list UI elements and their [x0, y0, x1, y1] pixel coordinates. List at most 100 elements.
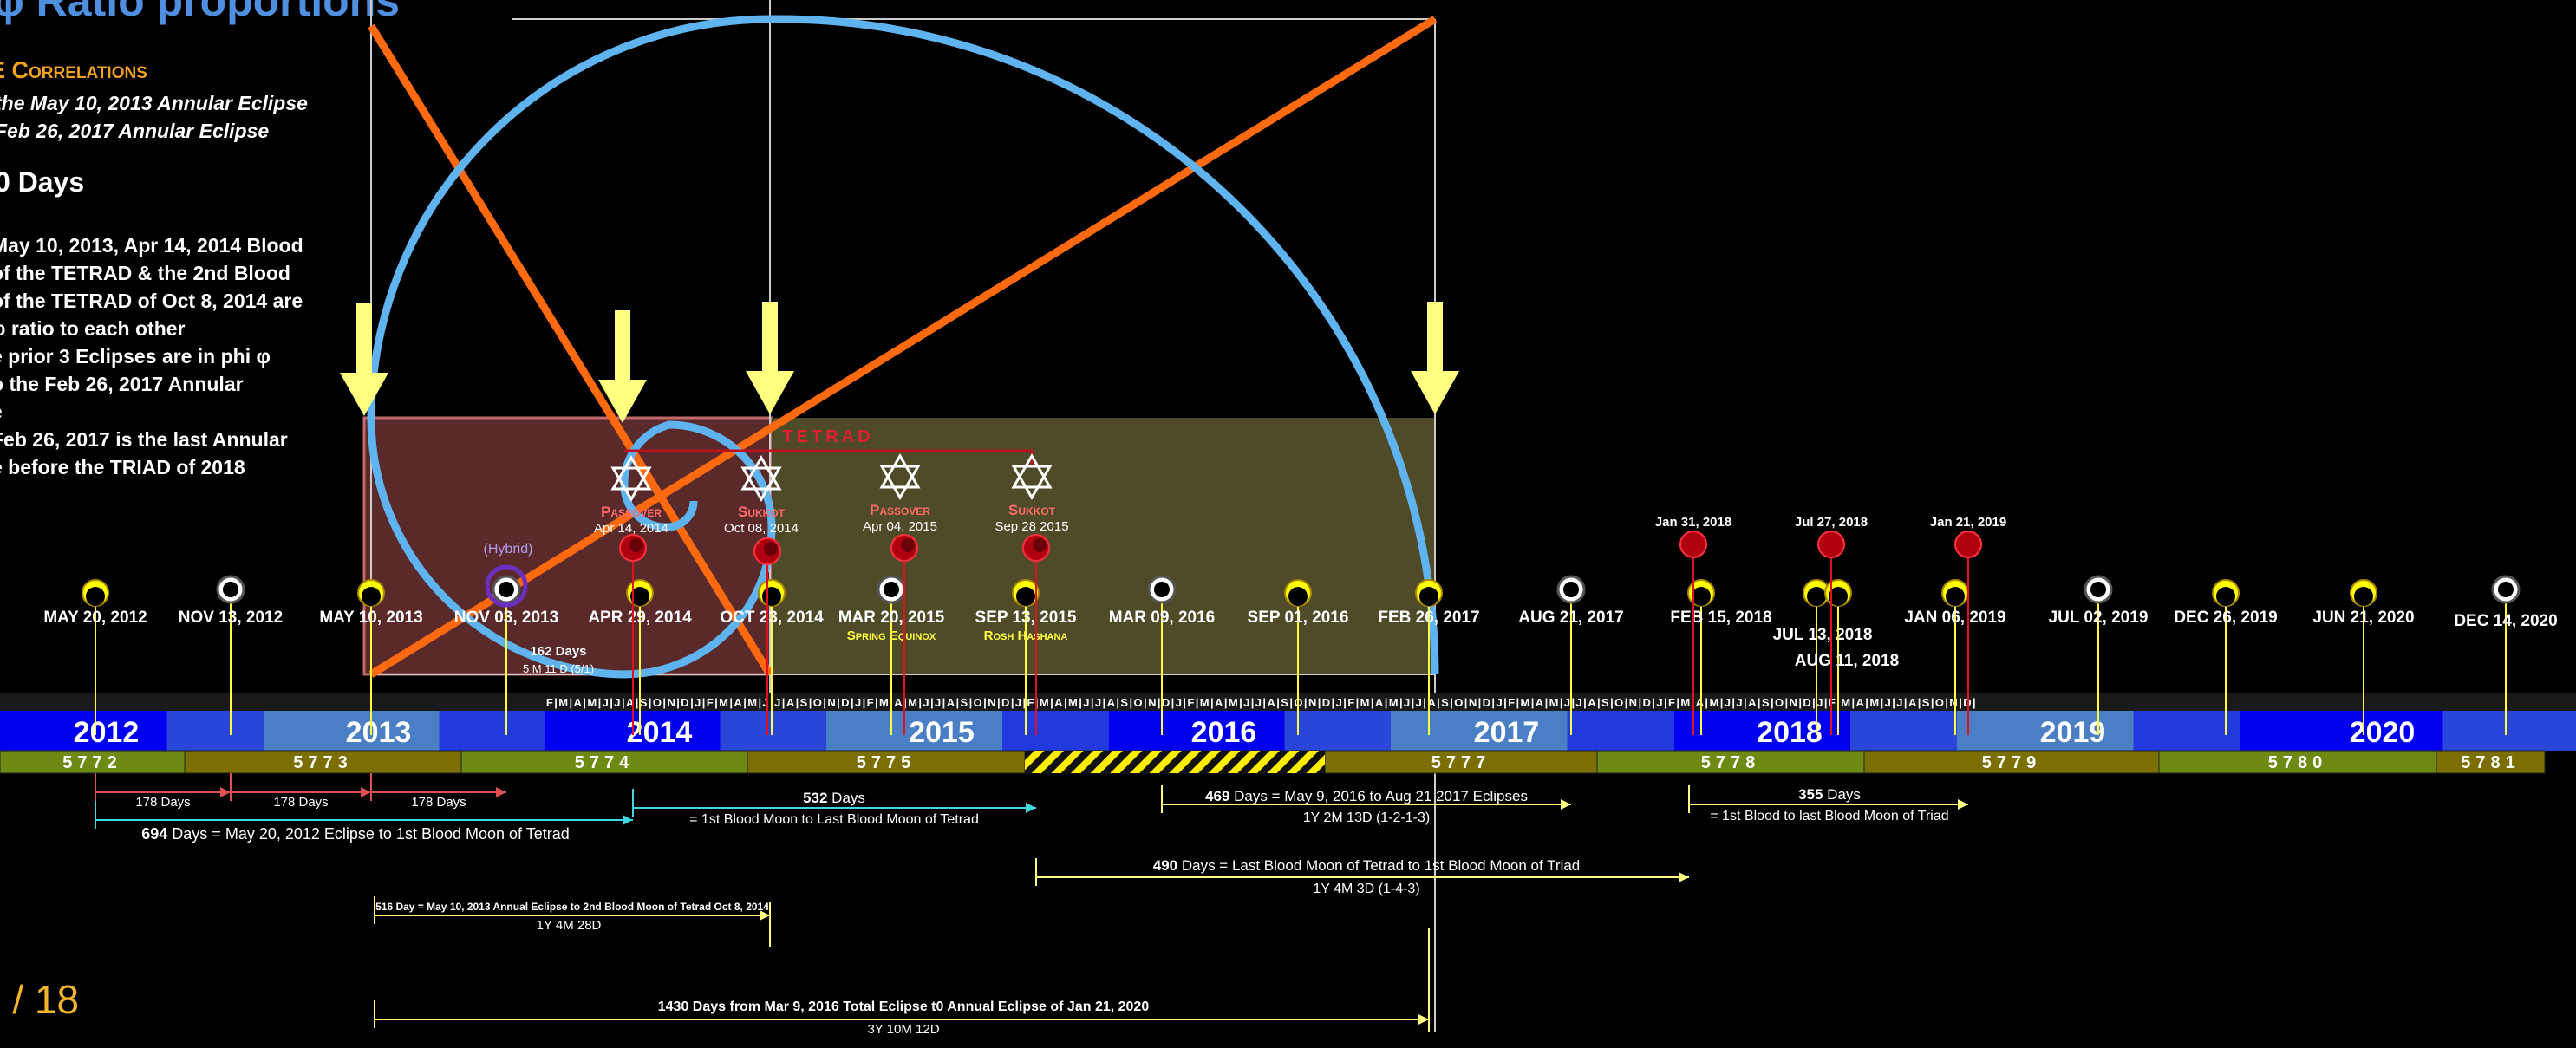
hebrew-year-label: 5781 [2461, 753, 2521, 772]
phi-diagonal-long [368, 16, 1438, 678]
annular-eclipse-core [630, 587, 649, 606]
year-label: 2020 [2350, 716, 2416, 749]
eclipse-date-label: MAY 20, 2012 [43, 609, 147, 627]
hybrid-eclipse-ring [485, 564, 528, 608]
tetrad-span-box [772, 418, 1435, 674]
eclipse-date-label: JUN 21, 2020 [2312, 609, 2414, 627]
arrow-shaft [762, 302, 778, 373]
tetrad-bracket [624, 449, 1034, 466]
description-line: e prior 3 Eclipses are in phi φ [0, 345, 271, 368]
span-469-arrow [1561, 799, 1571, 810]
span-178-arrow [361, 787, 371, 797]
year-label: 2015 [909, 716, 975, 749]
feast-name: Passover [601, 504, 662, 520]
span-355-arrow [1958, 799, 1968, 810]
span-469-sub: 1Y 2M 13D (1-2-1-3) [1303, 810, 1430, 825]
eclipse-date-label: MAR 20, 2015 [838, 609, 945, 627]
star-of-david-icon [1011, 453, 1053, 489]
span-694-arrow [623, 815, 633, 825]
eclipse-date-label: OCT 23, 2014 [720, 609, 824, 627]
annular-eclipse-core [1016, 587, 1035, 606]
hebrew-year-bar [0, 750, 186, 774]
year-label: 2012 [74, 716, 140, 749]
eclipse-date-label: DEC 14, 2020 [2454, 612, 2557, 630]
feast-date: Apr 04, 2015 [863, 519, 937, 534]
annular-eclipse-core [2216, 587, 2235, 606]
feast-date: Apr 14, 2014 [594, 521, 668, 536]
solar-eclipse-core [2090, 582, 2106, 597]
span-178-label: 178 Days [273, 795, 328, 810]
solar-eclipse-core [884, 582, 899, 597]
description-line: of the TETRAD & the 2nd Blood [0, 262, 290, 284]
hebrew-year-bar [2158, 750, 2437, 774]
year-label: 2014 [627, 716, 693, 749]
phi-diagonal-short [368, 23, 773, 677]
year-bar-shade [2442, 711, 2576, 751]
hebrew-year-label: 5775 [857, 753, 916, 772]
feast-name: Sukkot [1008, 502, 1056, 518]
year-bar-shade [1567, 711, 1674, 751]
hebrew-year-label: 5774 [575, 753, 635, 772]
hebrew-year-bar [747, 750, 1026, 774]
feast-date: Sep 28 2015 [995, 519, 1068, 534]
eclipse-date-label: JUL 13, 2018 [1773, 626, 1873, 644]
annular-eclipse-core [1807, 587, 1826, 606]
span-516-arrow [760, 910, 770, 921]
star-of-david-icon [740, 455, 782, 491]
span-355-label: 355 Days [1798, 786, 1861, 803]
span-490-sub: 1Y 4M 3D (1-4-3) [1313, 882, 1419, 896]
description-line: May 10, 2013, Apr 14, 2014 Blood [0, 234, 303, 257]
blood-moon-shade [901, 538, 915, 552]
eclipse-date-label: JUL 02, 2019 [2049, 609, 2149, 627]
triad-blood-moon-icon [1817, 531, 1845, 558]
annular-eclipse-core [1419, 587, 1438, 606]
arrow-head [340, 373, 388, 416]
span-490-arrow [1679, 872, 1689, 882]
triad-blood-moon-icon [1954, 531, 1982, 558]
eclipse-date-label: NOV 03, 2013 [454, 609, 558, 627]
arrow-shaft [615, 310, 630, 381]
year-label: 2017 [1474, 716, 1540, 749]
rosh-hashana-label: Rosh Hashana [984, 628, 1068, 643]
span-694-label: 694 Days = May 20, 2012 Eclipse to 1st B… [141, 825, 569, 843]
year-bar-shade [1284, 711, 1391, 751]
solar-eclipse-core [223, 582, 238, 597]
arrow-shaft [1427, 302, 1443, 373]
year-bar-shade [2133, 711, 2240, 751]
blood-moon-shade [1033, 538, 1047, 552]
eclipse-date-label: MAR 09, 2016 [1109, 609, 1216, 627]
span-178-label: 178 Days [411, 795, 466, 810]
small-span-label: 162 Days [530, 644, 586, 659]
hebrew-year-label: 5773 [293, 753, 353, 772]
star-of-david-icon [610, 466, 652, 502]
span-178-arrow [220, 787, 231, 797]
feast-date: Oct 08, 2014 [724, 521, 799, 536]
span-1430-label: 1430 Days from Mar 9, 2016 Total Eclipse… [658, 999, 1150, 1014]
arrow-shaft [356, 303, 372, 374]
eclipse-date-label: MAY 10, 2013 [319, 609, 422, 627]
eclipse-date-label: AUG 11, 2018 [1795, 652, 1899, 670]
span-490-label: 490 Days = Last Blood Moon of Tetrad to … [1153, 857, 1581, 874]
months-row: F|M|A|M|J|J|A|S|O|N|D|J|F|M|A|M|J|J|A|S|… [546, 696, 1977, 709]
year-bar-shade [166, 711, 264, 751]
hebrew-year-bar [1596, 750, 1865, 774]
hebrew-year-label: 5772 [62, 753, 122, 772]
hebrew-year-label: 5779 [1982, 753, 2042, 772]
star-of-david-icon [610, 455, 652, 491]
year-bar-shade [720, 711, 826, 751]
span-516-sub: 1Y 4M 28D [537, 918, 602, 933]
annular-eclipse-core [2354, 587, 2373, 606]
hebrew-year-bar [460, 750, 748, 774]
arrow-head [746, 371, 794, 414]
annular-eclipse-core [1288, 587, 1308, 606]
span-516-label: 516 Day = May 10, 2013 Annual Eclipse to… [375, 901, 769, 913]
triad-date-label: Jan 21, 2019 [1930, 515, 2006, 530]
span-532-arrow [1026, 803, 1036, 813]
feast-name: Passover [870, 502, 930, 518]
annular-eclipse-core [1946, 587, 1965, 606]
annular-eclipse-core [86, 587, 105, 606]
tetrad-period-box [362, 416, 773, 676]
description-line: Feb 26, 2017 is the last Annular [0, 428, 288, 451]
